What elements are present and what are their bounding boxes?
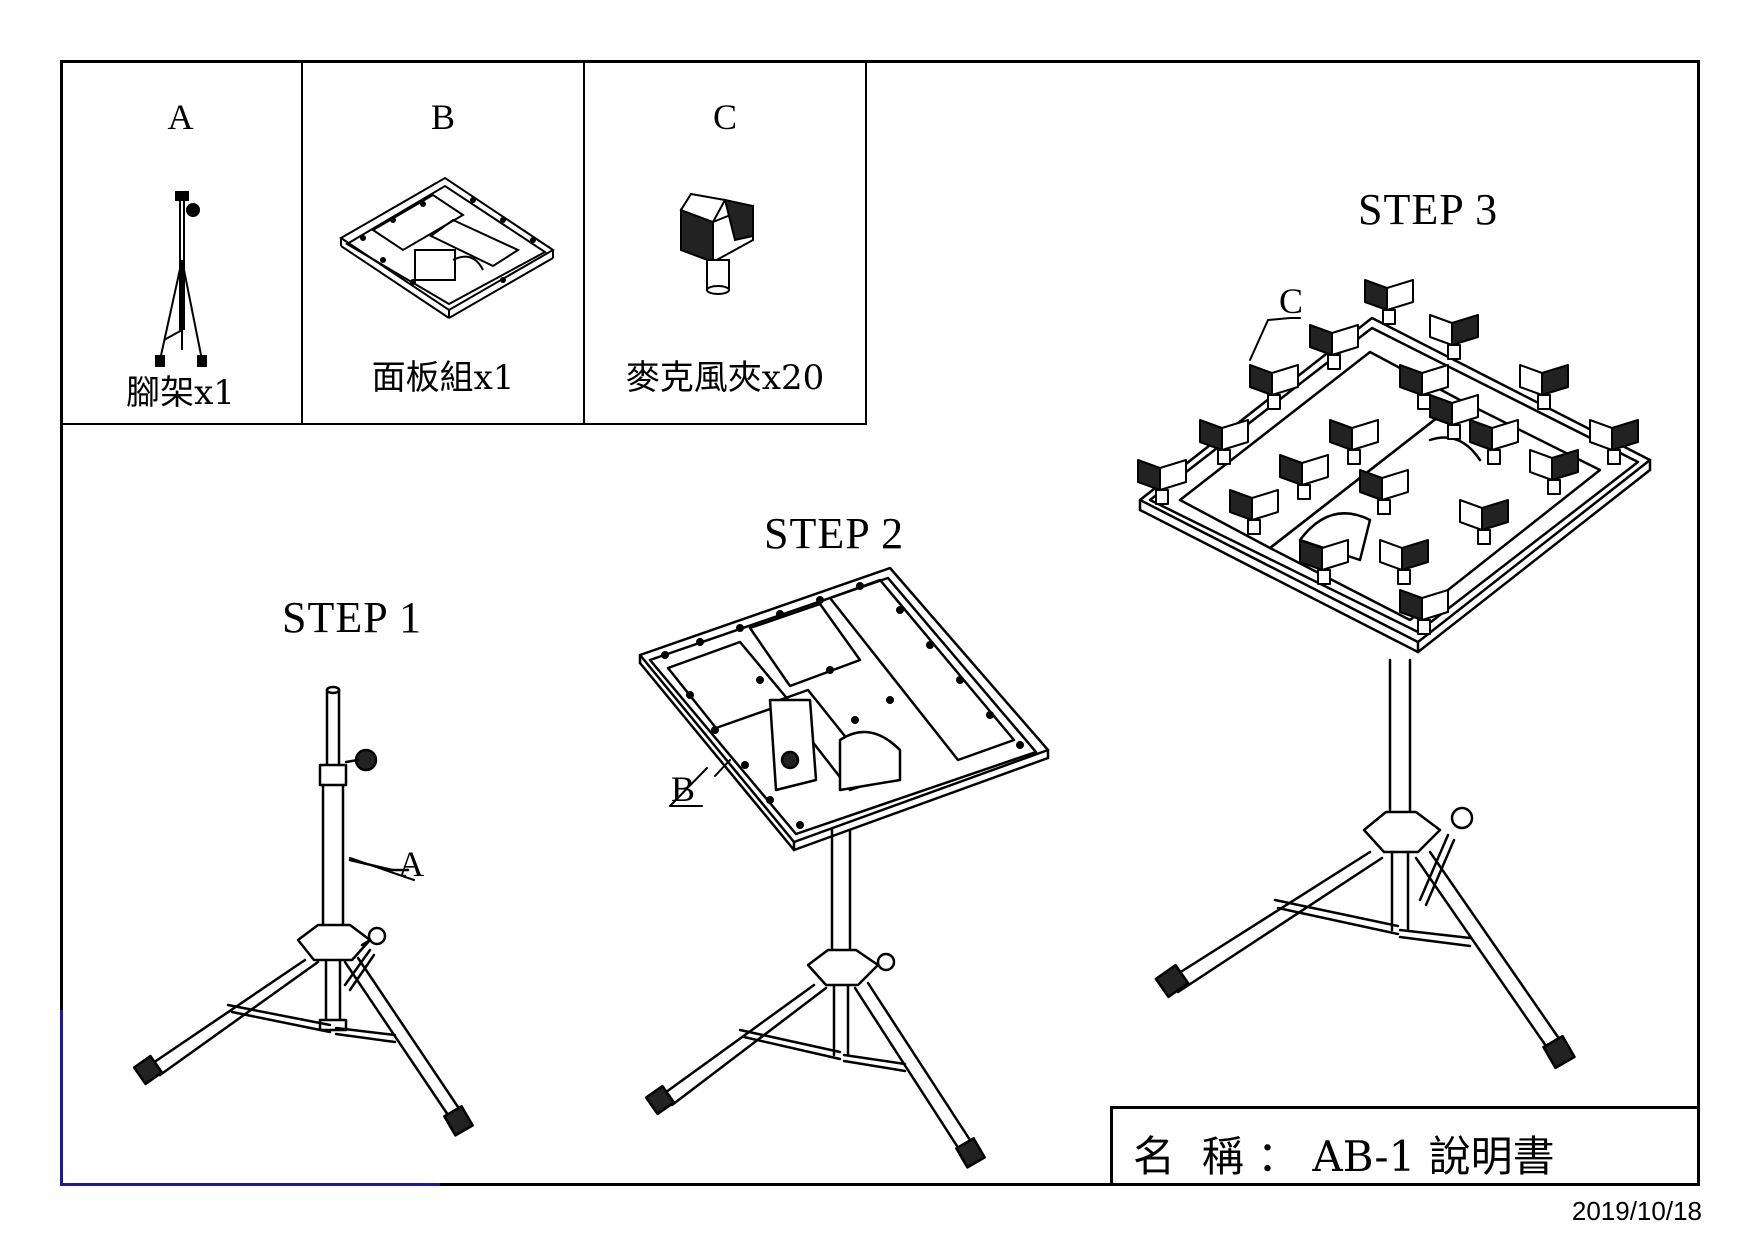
part-caption-b: 面板組x1 — [371, 358, 515, 398]
part-letter-b: B — [430, 97, 455, 137]
parts-cell-a: A 腳架x1 — [60, 60, 303, 425]
step-1-title: STEP 1 — [282, 593, 423, 642]
drawing-frame — [60, 60, 1700, 1186]
step-2-title: STEP 2 — [764, 509, 905, 558]
part-letter-a: A — [167, 97, 194, 137]
step3-mic-clips — [1137, 279, 1639, 635]
step-3-title: STEP 3 — [1358, 185, 1499, 234]
step2-panel — [638, 566, 1050, 852]
parts-cell-c: C 麥克風夾x20 — [585, 60, 867, 425]
tripod-thumbnail-icon — [155, 191, 207, 367]
title-block: 名 稱 ： AB-1 說明書 — [1110, 1106, 1700, 1186]
title-block-text: 名 稱 ： AB-1 說明書 — [1133, 1132, 1555, 1181]
frame-accent-bottom — [60, 1183, 440, 1186]
part-caption-a: 腳架x1 — [126, 373, 235, 413]
mic-clip-thumbnail-icon — [679, 192, 754, 295]
part-caption-c: 麥克風夾x20 — [625, 358, 825, 398]
part-letter-c: C — [712, 97, 737, 137]
document-date: 2019/10/18 — [1571, 1196, 1702, 1226]
parts-cell-b: B 面板組x1 — [303, 60, 585, 425]
panel-thumbnail-icon — [339, 176, 555, 319]
callout-b: B — [671, 769, 696, 809]
step3-stand — [1154, 658, 1576, 1070]
callout-a: A — [398, 844, 424, 884]
step1-tripod — [132, 685, 474, 1137]
callout-c: C — [1279, 281, 1304, 321]
step2-stand — [644, 828, 986, 1169]
step2-panel-bolts — [661, 582, 1024, 829]
frame-accent-left — [60, 1010, 63, 1186]
leader-lines — [349, 317, 1301, 881]
